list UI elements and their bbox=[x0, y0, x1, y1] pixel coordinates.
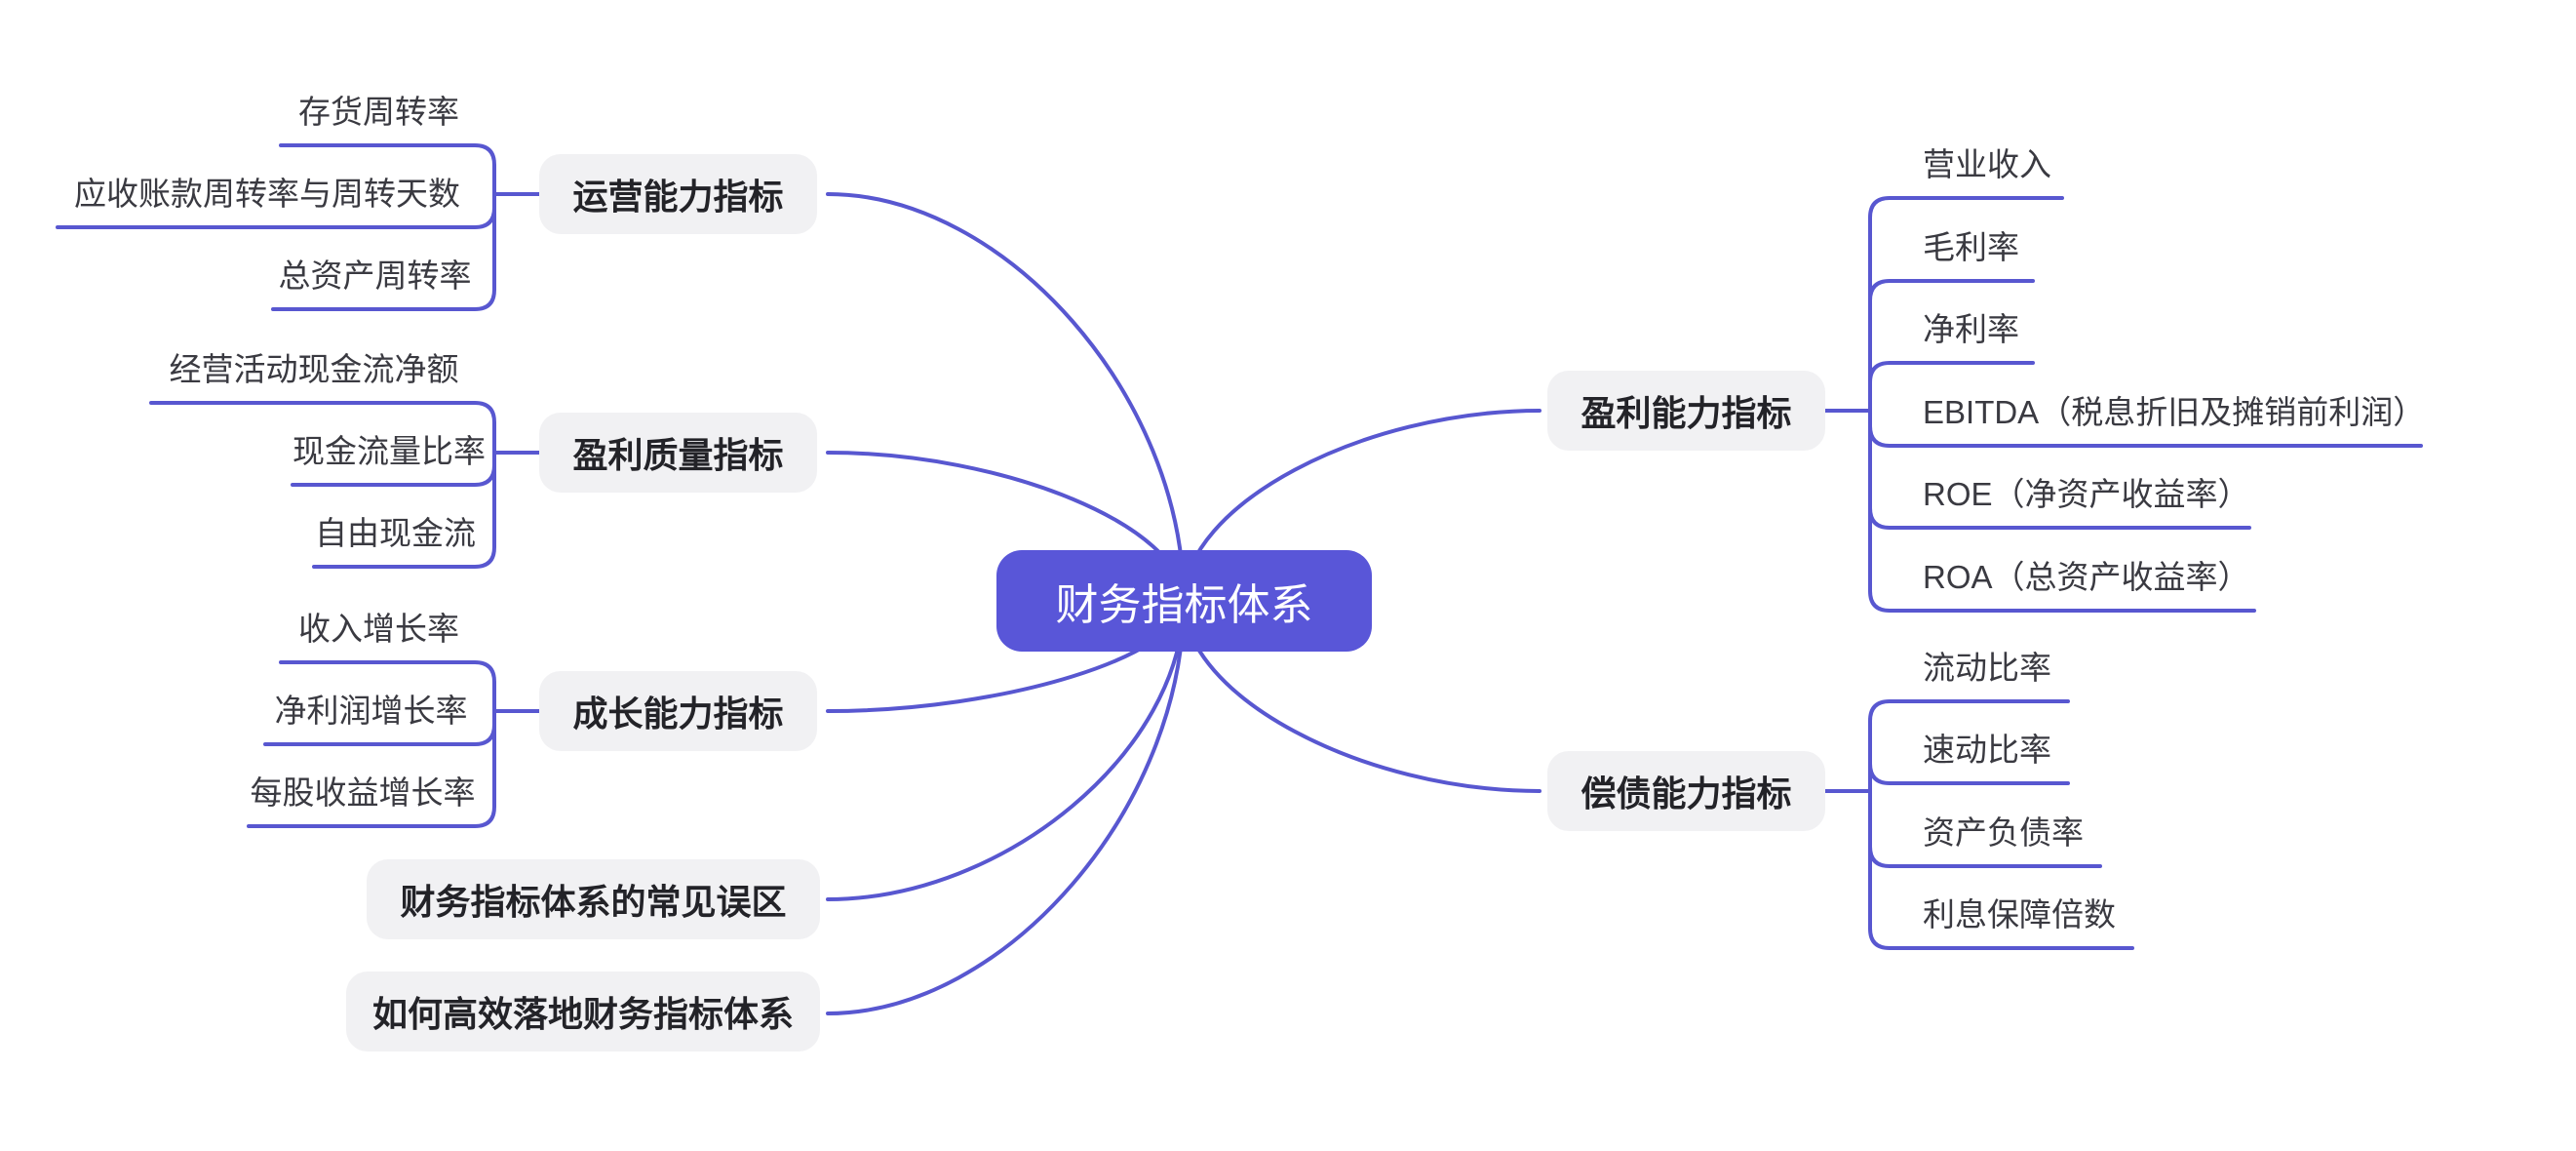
edge-leaf-operating-cash-flow bbox=[149, 401, 496, 455]
leaf-free-cash-flow[interactable]: 自由现金流 bbox=[315, 515, 476, 551]
edge-leaf-total-asset-turnover bbox=[271, 192, 496, 311]
leaf-debt-to-asset-ratio[interactable]: 资产负债率 bbox=[1923, 814, 2084, 851]
central-topic[interactable]: 财务指标体系 bbox=[996, 550, 1372, 652]
edge-leaf-net-margin bbox=[1868, 361, 2035, 413]
branch-growth-capability[interactable]: 成长能力指标 bbox=[539, 671, 817, 751]
branch-implementation[interactable]: 如何高效落地财务指标体系 bbox=[346, 972, 820, 1052]
leaf-cash-flow-ratio[interactable]: 现金流量比率 bbox=[293, 433, 486, 469]
branch-solvency[interactable]: 偿债能力指标 bbox=[1547, 751, 1825, 831]
leaf-net-margin[interactable]: 净利率 bbox=[1923, 311, 2019, 347]
branch-common-misconceptions[interactable]: 财务指标体系的常见误区 bbox=[367, 859, 820, 939]
edge-leaf-interest-coverage bbox=[1868, 789, 2134, 950]
profit-quality-branch-connectors bbox=[149, 401, 541, 569]
edge-leaf-eps-growth bbox=[247, 709, 496, 828]
leaf-quick-ratio[interactable]: 速动比率 bbox=[1923, 732, 2051, 768]
leaf-revenue-growth[interactable]: 收入增长率 bbox=[298, 611, 459, 647]
edge-leaf-quick-ratio bbox=[1868, 763, 2070, 793]
leaf-current-ratio[interactable]: 流动比率 bbox=[1923, 650, 2051, 686]
leaf-roe[interactable]: ROE（净资产收益率） bbox=[1923, 476, 2250, 512]
leaf-operating-revenue[interactable]: 营业收入 bbox=[1923, 146, 2051, 182]
leaf-gross-margin[interactable]: 毛利率 bbox=[1923, 229, 2019, 265]
growth-branch-connectors bbox=[247, 660, 541, 828]
leaf-net-profit-growth[interactable]: 净利润增长率 bbox=[274, 693, 468, 729]
leaf-operating-cash-flow[interactable]: 经营活动现金流净额 bbox=[169, 351, 459, 387]
edge-root-operating bbox=[826, 192, 1186, 603]
edge-leaf-free-cash-flow bbox=[312, 451, 496, 569]
leaf-interest-coverage[interactable]: 利息保障倍数 bbox=[1923, 896, 2116, 933]
edge-root-misconceptions bbox=[826, 599, 1186, 901]
root-branch-curves bbox=[826, 192, 1542, 1015]
edge-root-implementation bbox=[826, 599, 1186, 1015]
leaf-inventory-turnover[interactable]: 存货周转率 bbox=[298, 94, 459, 130]
leaf-roa[interactable]: ROA（总资产收益率） bbox=[1923, 559, 2250, 595]
edge-leaf-current-ratio bbox=[1868, 699, 2070, 793]
leaf-ebitda[interactable]: EBITDA（税息折旧及摊销前利润） bbox=[1923, 394, 2426, 430]
branch-profitability[interactable]: 盈利能力指标 bbox=[1547, 371, 1825, 451]
edge-leaf-roa bbox=[1868, 409, 2256, 613]
profitability-branch-connectors bbox=[1823, 196, 2423, 613]
operating-branch-connectors bbox=[56, 143, 541, 311]
edge-leaf-revenue-growth bbox=[279, 660, 496, 713]
branch-operating-capability[interactable]: 运营能力指标 bbox=[539, 154, 817, 234]
branch-profit-quality[interactable]: 盈利质量指标 bbox=[539, 413, 817, 493]
edge-leaf-gross-margin bbox=[1868, 279, 2035, 413]
solvency-branch-connectors bbox=[1823, 699, 2134, 950]
edge-leaf-operating-revenue bbox=[1868, 196, 2064, 413]
edge-leaf-inventory-turnover bbox=[279, 143, 496, 196]
leaf-total-asset-turnover[interactable]: 总资产周转率 bbox=[278, 258, 472, 294]
leaf-receivables-turnover[interactable]: 应收账款周转率与周转天数 bbox=[74, 176, 460, 212]
leaf-eps-growth[interactable]: 每股收益增长率 bbox=[250, 774, 476, 811]
